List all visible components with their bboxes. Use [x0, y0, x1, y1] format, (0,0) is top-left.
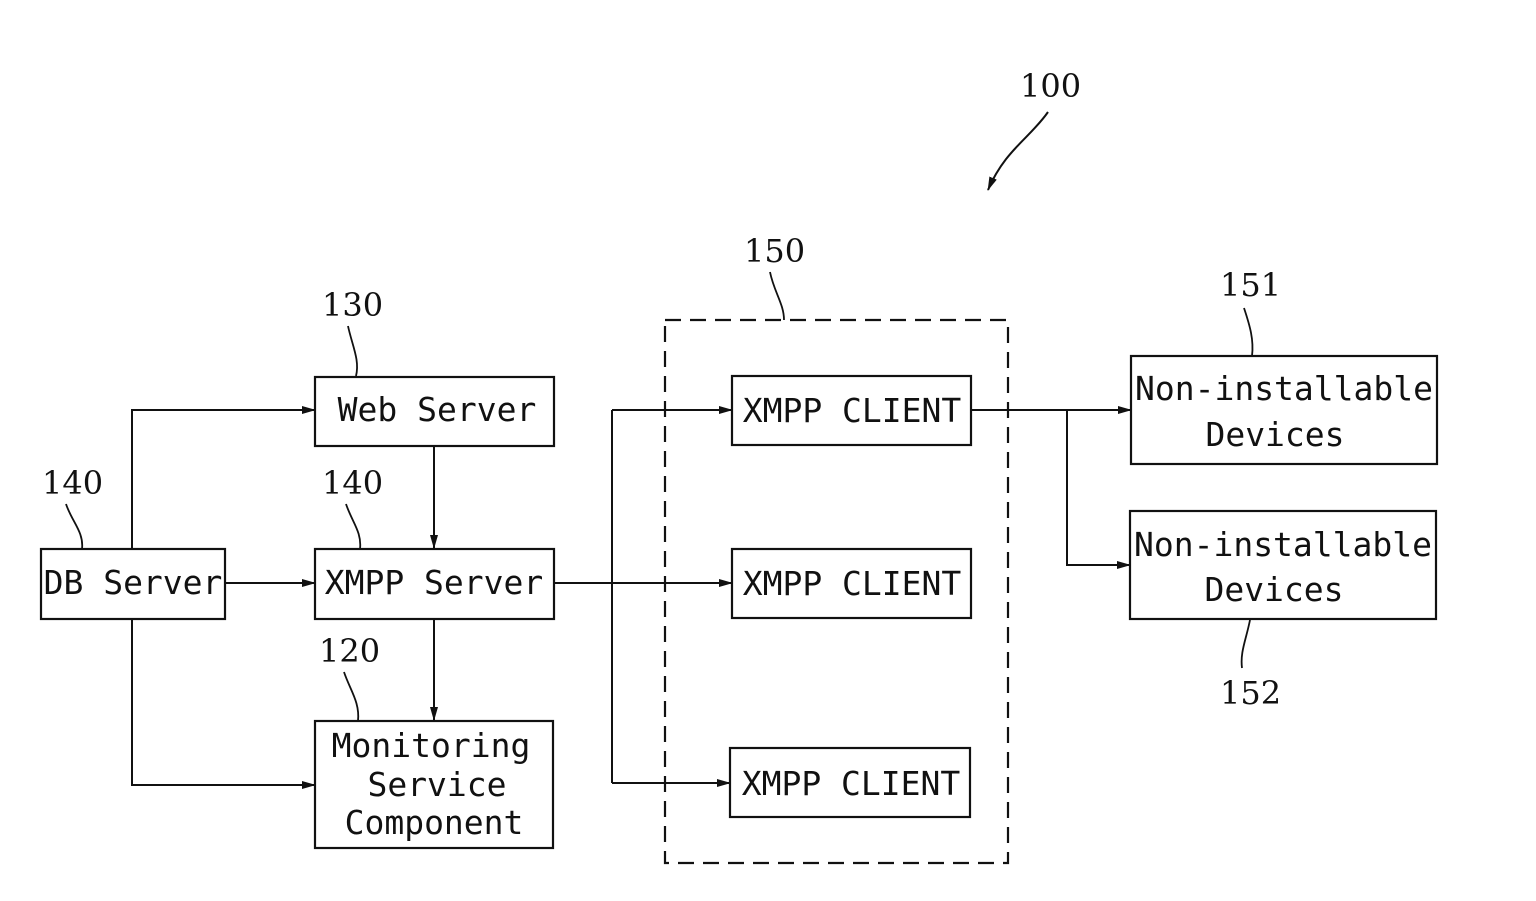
monitoring-label-line-2: Service	[367, 765, 506, 804]
web-server-box: Web Server	[313, 375, 556, 448]
xmpp-client-label-bottom: XMPP CLIENT	[742, 764, 961, 803]
ref-system-arrow	[987, 111, 1049, 191]
xmpp-client-box-bottom: XMPP CLIENT	[728, 746, 972, 819]
client-device-bottom-connector	[1066, 410, 1131, 569]
ref-client-group-150: 150	[744, 232, 805, 270]
client-group-boundary	[663, 318, 1010, 865]
db-web-connector	[128, 406, 316, 562]
xmpp-server-label: XMPP Server	[325, 563, 544, 602]
ref-device-152-leader	[1240, 619, 1251, 669]
web-server-label: Web Server	[338, 390, 537, 429]
device-bottom-label-line-2: Devices	[1204, 570, 1343, 609]
ref-xmpp-server-leader	[345, 503, 362, 550]
ref-web-server-leader	[347, 325, 358, 377]
xmpp-client-label-top: XMPP CLIENT	[743, 391, 962, 430]
non-installable-devices-box-bottom: Non-installable Devices	[1128, 509, 1438, 621]
xmpp-client-box-top: XMPP CLIENT	[730, 374, 973, 447]
ref-xmpp-server-140: 140	[322, 464, 383, 502]
ref-system-100: 100	[1020, 67, 1081, 105]
monitoring-label-line-1: Monitoring	[332, 726, 531, 765]
ref-device-151: 151	[1220, 266, 1281, 304]
ref-db-server-leader	[65, 503, 84, 550]
ref-device-151-leader	[1243, 307, 1254, 357]
xmpp-client-box-middle: XMPP CLIENT	[730, 547, 973, 620]
db-monitoring-connector	[128, 606, 316, 789]
ref-client-group-leader	[769, 271, 785, 321]
db-server-box: DB Server	[39, 547, 227, 621]
ref-monitoring-120: 120	[319, 632, 380, 670]
device-bottom-label-line-1: Non-installable	[1134, 525, 1432, 564]
non-installable-devices-box-top: Non-installable Devices	[1129, 354, 1439, 466]
monitoring-label-line-3: Component	[345, 803, 524, 842]
ref-web-server-130: 130	[322, 286, 383, 324]
xmpp-client-label-middle: XMPP CLIENT	[743, 564, 962, 603]
device-top-label-line-1: Non-installable	[1135, 369, 1433, 408]
xmpp-server-box: XMPP Server	[313, 547, 556, 621]
ref-device-152: 152	[1220, 674, 1281, 712]
ref-monitoring-leader	[343, 671, 360, 722]
ref-db-server-140: 140	[42, 464, 103, 502]
device-top-label-line-2: Devices	[1205, 415, 1344, 454]
db-server-label: DB Server	[44, 563, 223, 602]
monitoring-service-box: Monitoring Service Component	[313, 719, 555, 850]
